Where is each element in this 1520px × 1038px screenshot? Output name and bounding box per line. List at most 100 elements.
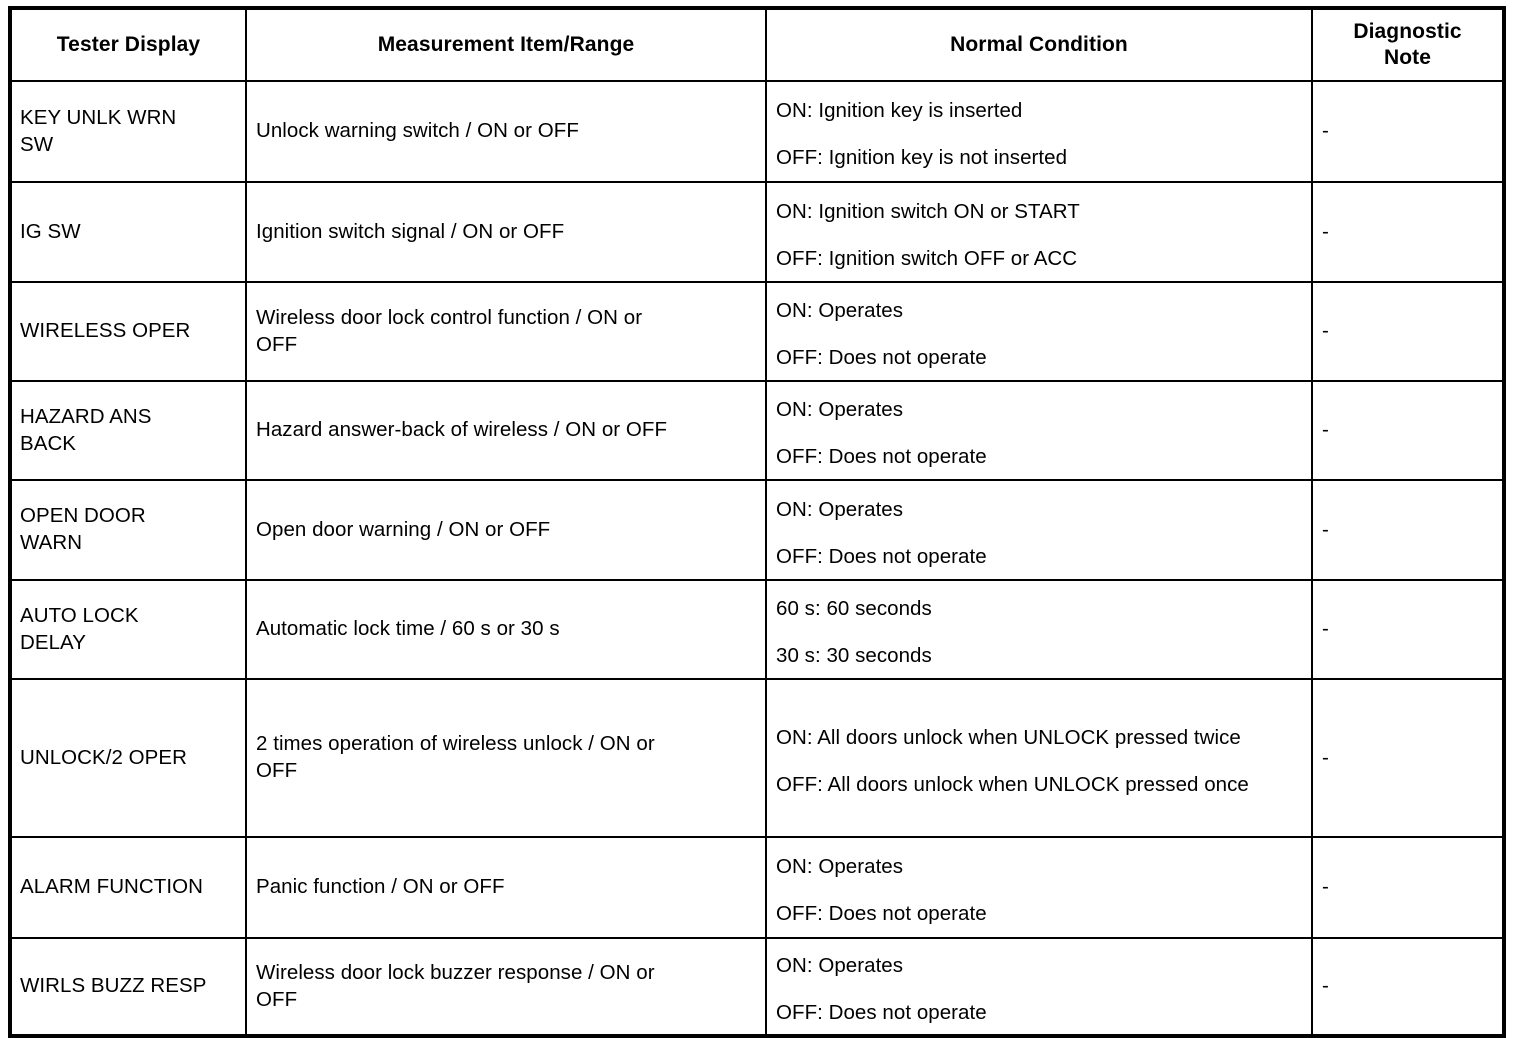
cell-diagnostic-note: - <box>1311 678 1505 838</box>
header-row: Tester Display Measurement Item/Range No… <box>9 7 1505 82</box>
normal-condition-block: ON: Operates OFF: Does not operate <box>767 390 1311 470</box>
normal-condition-off-line: OFF: All doors unlock when UNLOCK presse… <box>776 772 1249 796</box>
normal-condition-on-line: ON: Operates <box>776 299 904 323</box>
tester-display-value: IG SW <box>20 219 81 243</box>
normal-condition-on-line: ON: Operates <box>776 398 904 422</box>
diagnostic-note-value: - <box>1322 875 1329 899</box>
column-header-diagnostic-note: Diagnostic Note <box>1311 7 1505 82</box>
cell-diagnostic-note: - <box>1311 380 1505 481</box>
cell-diagnostic-note: - <box>1311 836 1505 939</box>
cell-diagnostic-note: - <box>1311 479 1505 581</box>
cell-tester-display: ALARM FUNCTION <box>9 836 247 939</box>
cell-normal-condition: ON: Ignition switch ON or START OFF: Ign… <box>765 181 1313 283</box>
cell-measurement-item-range: Open door warning / ON or OFF <box>245 479 767 581</box>
cell-normal-condition: ON: Operates OFF: Does not operate <box>765 937 1313 1037</box>
cell-normal-condition: ON: All doors unlock when UNLOCK pressed… <box>765 678 1313 838</box>
measurement-item-range-value: 2 times operation of wireless unlock / O… <box>256 732 655 782</box>
condition-spacer <box>776 752 1304 772</box>
normal-condition-off-line: OFF: Does not operate <box>776 1001 987 1024</box>
normal-condition-off-line: OFF: Ignition switch OFF or ACC <box>776 246 1078 270</box>
cell-diagnostic-note: - <box>1311 281 1505 382</box>
diagnostic-note-value: - <box>1322 418 1329 442</box>
tester-display-value: UNLOCK/2 OPER <box>20 745 187 769</box>
normal-condition-block: ON: Operates OFF: Does not operate <box>767 490 1311 570</box>
column-header-tester-display: Tester Display <box>9 7 247 82</box>
cell-diagnostic-note: - <box>1311 937 1505 1037</box>
cell-tester-display: KEY UNLK WRN SW <box>9 80 247 183</box>
normal-condition-block: ON: Operates OFF: Does not operate <box>767 847 1311 927</box>
column-header-normal-condition-label: Normal Condition <box>950 33 1128 57</box>
normal-condition-block: ON: Ignition switch ON or START OFF: Ign… <box>767 192 1311 272</box>
condition-spacer <box>776 623 1304 643</box>
cell-diagnostic-note: - <box>1311 80 1505 183</box>
condition-spacer <box>776 226 1304 246</box>
cell-measurement-item-range: Ignition switch signal / ON or OFF <box>245 181 767 283</box>
condition-spacer <box>776 424 1304 444</box>
condition-spacer <box>776 881 1304 901</box>
diagnostic-note-value: - <box>1322 319 1329 343</box>
cell-tester-display: UNLOCK/2 OPER <box>9 678 247 838</box>
table-row: WIRLS BUZZ RESP Wireless door lock buzze… <box>9 937 1505 1037</box>
condition-spacer <box>776 524 1304 544</box>
normal-condition-on-line: ON: Operates <box>776 497 904 521</box>
table-row: ALARM FUNCTION Panic function / ON or OF… <box>9 836 1505 939</box>
diagnostic-note-value: - <box>1322 745 1329 769</box>
table-row: KEY UNLK WRN SW Unlock warning switch / … <box>9 80 1505 183</box>
table-row: OPEN DOOR WARN Open door warning / ON or… <box>9 479 1505 581</box>
measurement-item-range-value: Ignition switch signal / ON or OFF <box>256 219 565 243</box>
tester-display-value: WIRELESS OPER <box>20 319 191 343</box>
tester-display-value: HAZARD ANS BACK <box>20 404 152 455</box>
column-header-diagnostic-note-label: Diagnostic Note <box>1353 20 1462 69</box>
table-row: UNLOCK/2 OPER 2 times operation of wirel… <box>9 678 1505 838</box>
measurement-item-range-value: Panic function / ON or OFF <box>256 875 505 899</box>
normal-condition-30s-line: 30 s: 30 seconds <box>776 644 932 667</box>
diagnostic-note-value: - <box>1322 517 1329 541</box>
cell-normal-condition: 60 s: 60 seconds 30 s: 30 seconds <box>765 579 1313 680</box>
table-body: KEY UNLK WRN SW Unlock warning switch / … <box>9 80 1505 1037</box>
cell-tester-display: WIRELESS OPER <box>9 281 247 382</box>
cell-measurement-item-range: Automatic lock time / 60 s or 30 s <box>245 579 767 680</box>
normal-condition-on-line: ON: Operates <box>776 855 904 879</box>
measurement-item-range-value: Unlock warning switch / ON or OFF <box>256 119 579 143</box>
normal-condition-60s-line: 60 s: 60 seconds <box>776 597 932 621</box>
cell-tester-display: OPEN DOOR WARN <box>9 479 247 581</box>
condition-spacer <box>776 980 1304 1000</box>
normal-condition-block: ON: Operates OFF: Does not operate <box>767 291 1311 371</box>
spec-table-container: Tester Display Measurement Item/Range No… <box>8 6 1506 1038</box>
normal-condition-off-line: OFF: Does not operate <box>776 902 987 925</box>
normal-condition-block: ON: Operates OFF: Does not operate <box>767 946 1311 1026</box>
normal-condition-on-line: ON: All doors unlock when UNLOCK pressed… <box>776 725 1241 749</box>
cell-measurement-item-range: Hazard answer-back of wireless / ON or O… <box>245 380 767 481</box>
normal-condition-block: 60 s: 60 seconds 30 s: 30 seconds <box>767 589 1311 669</box>
column-header-measurement-item-range: Measurement Item/Range <box>245 7 767 82</box>
table-row: IG SW Ignition switch signal / ON or OFF… <box>9 181 1505 283</box>
diagnostic-note-value: - <box>1322 974 1329 998</box>
normal-condition-on-line: ON: Ignition key is inserted <box>776 99 1023 123</box>
tester-display-value: AUTO LOCK DELAY <box>20 603 139 654</box>
diagnostic-note-value: - <box>1322 119 1329 143</box>
column-header-normal-condition: Normal Condition <box>765 7 1313 82</box>
cell-diagnostic-note: - <box>1311 181 1505 283</box>
column-header-measurement-item-range-label: Measurement Item/Range <box>377 33 635 57</box>
normal-condition-on-line: ON: Ignition switch ON or START <box>776 199 1080 223</box>
cell-diagnostic-note: - <box>1311 579 1505 680</box>
column-header-tester-display-label: Tester Display <box>56 33 201 57</box>
cell-normal-condition: ON: Operates OFF: Does not operate <box>765 479 1313 581</box>
cell-tester-display: AUTO LOCK DELAY <box>9 579 247 680</box>
normal-condition-off-line: OFF: Does not operate <box>776 346 987 369</box>
measurement-item-range-value: Wireless door lock buzzer response / ON … <box>256 960 655 1011</box>
table-row: WIRELESS OPER Wireless door lock control… <box>9 281 1505 382</box>
cell-measurement-item-range: Unlock warning switch / ON or OFF <box>245 80 767 183</box>
normal-condition-off-line: OFF: Does not operate <box>776 544 987 568</box>
tester-display-value: OPEN DOOR WARN <box>20 504 146 554</box>
cell-measurement-item-range: 2 times operation of wireless unlock / O… <box>245 678 767 838</box>
tester-display-spec-table: Tester Display Measurement Item/Range No… <box>8 6 1506 1038</box>
diagnostic-note-value: - <box>1322 617 1329 641</box>
tester-display-value: ALARM FUNCTION <box>20 875 203 899</box>
diagnostic-note-value: - <box>1322 219 1329 243</box>
normal-condition-on-line: ON: Operates <box>776 954 904 978</box>
condition-spacer <box>776 325 1304 345</box>
tester-display-value: KEY UNLK WRN SW <box>20 105 177 156</box>
cell-normal-condition: ON: Ignition key is inserted OFF: Igniti… <box>765 80 1313 183</box>
cell-normal-condition: ON: Operates OFF: Does not operate <box>765 836 1313 939</box>
